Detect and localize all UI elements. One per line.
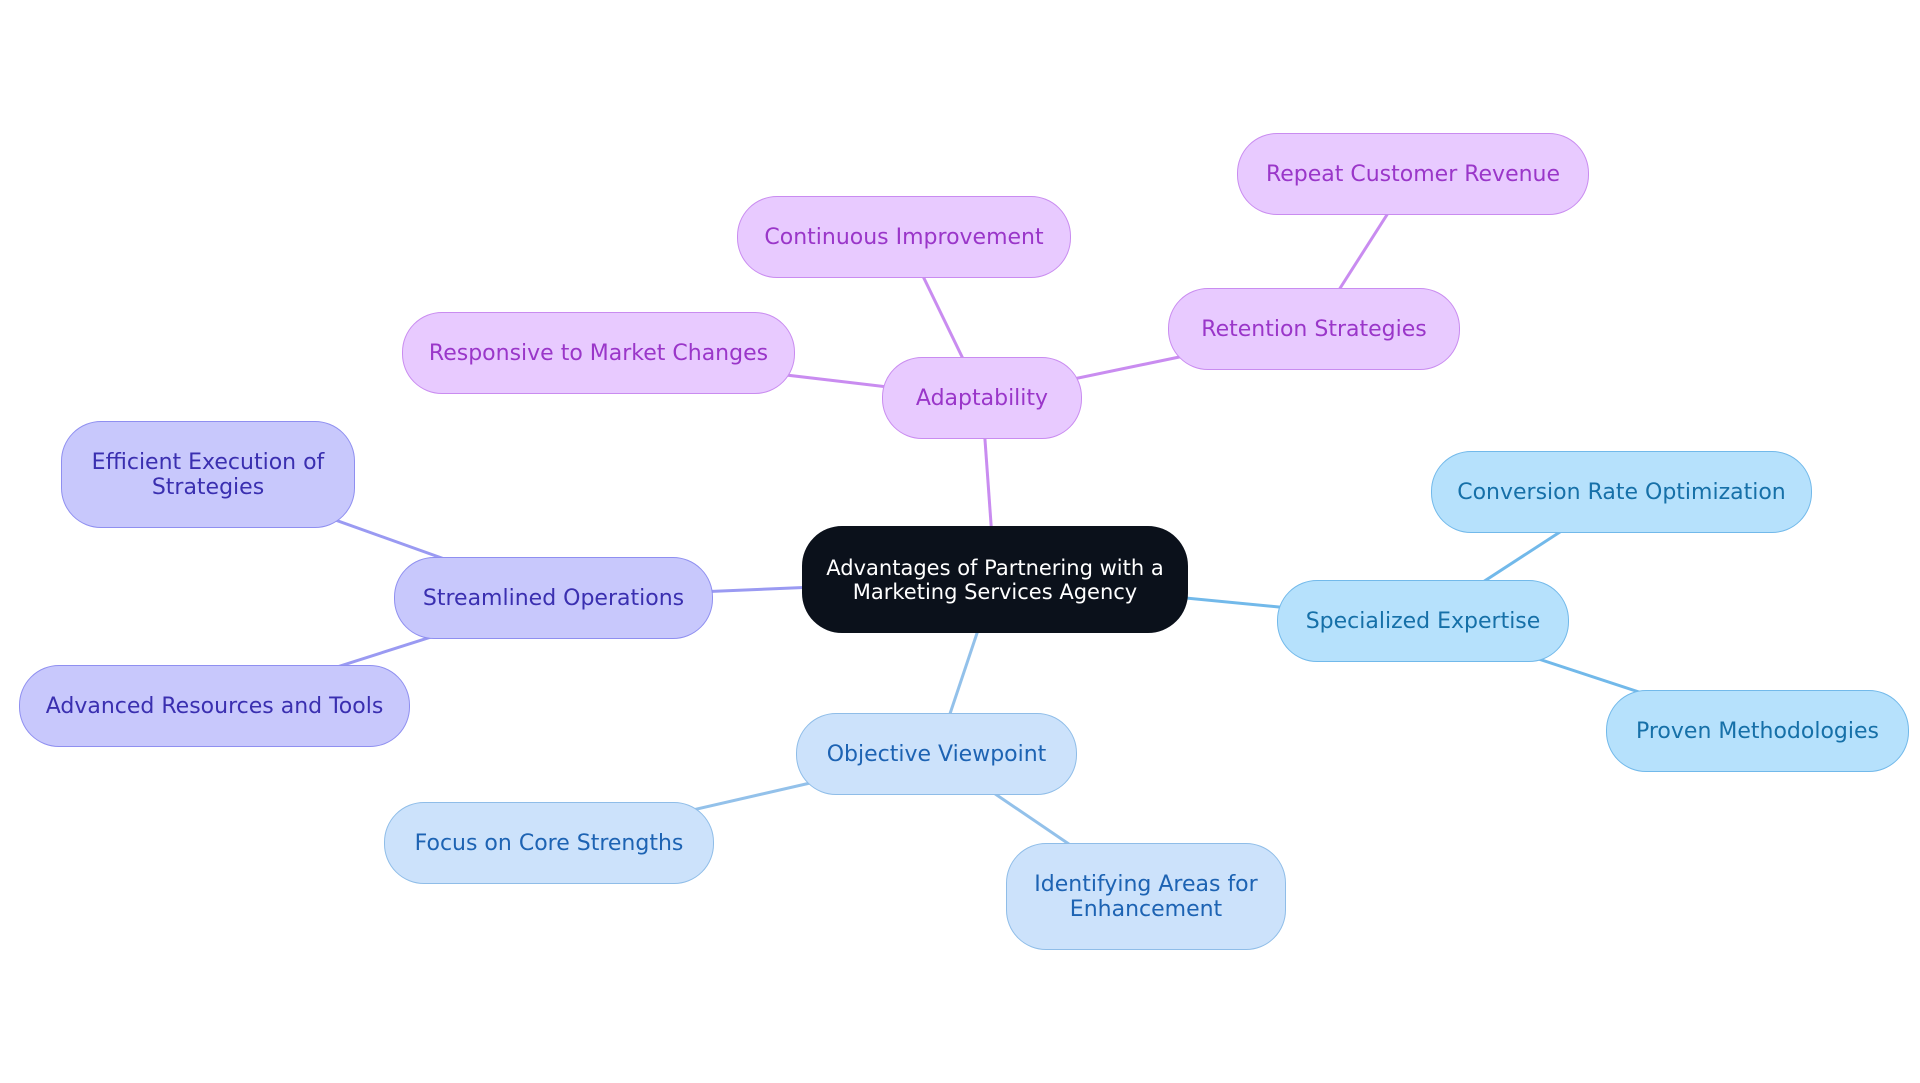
- node-retention-strategies-label: Retention Strategies: [1201, 316, 1427, 342]
- node-streamlined-operations: Streamlined Operations: [394, 557, 713, 639]
- node-adaptability: Adaptability: [882, 357, 1082, 439]
- node-advanced-resources-label: Advanced Resources and Tools: [45, 693, 384, 719]
- node-identifying-areas-label: Identifying Areas for Enhancement: [1034, 871, 1258, 922]
- node-continuous-improvement-label: Continuous Improvement: [764, 224, 1044, 250]
- node-efficient-execution: Efficient Execution of Strategies: [61, 421, 355, 528]
- node-responsive-market-changes-label: Responsive to Market Changes: [428, 340, 769, 366]
- node-proven-methodologies-label: Proven Methodologies: [1635, 718, 1879, 744]
- node-objective-viewpoint-label: Objective Viewpoint: [826, 741, 1047, 767]
- node-repeat-customer-revenue: Repeat Customer Revenue: [1237, 133, 1589, 215]
- node-repeat-customer-revenue-label: Repeat Customer Revenue: [1265, 161, 1561, 187]
- node-responsive-market-changes: Responsive to Market Changes: [402, 312, 795, 394]
- node-specialized-expertise-label: Specialized Expertise: [1305, 608, 1541, 634]
- node-focus-core-strengths: Focus on Core Strengths: [384, 802, 714, 884]
- root-node: Advantages of Partnering with a Marketin…: [802, 526, 1188, 633]
- node-specialized-expertise: Specialized Expertise: [1277, 580, 1569, 662]
- node-conversion-rate-optimization: Conversion Rate Optimization: [1431, 451, 1812, 533]
- node-objective-viewpoint: Objective Viewpoint: [796, 713, 1077, 795]
- node-conversion-rate-optimization-label: Conversion Rate Optimization: [1457, 479, 1786, 505]
- node-streamlined-operations-label: Streamlined Operations: [422, 585, 685, 611]
- node-proven-methodologies: Proven Methodologies: [1606, 690, 1909, 772]
- node-focus-core-strengths-label: Focus on Core Strengths: [414, 830, 684, 856]
- node-adaptability-label: Adaptability: [915, 385, 1049, 411]
- node-efficient-execution-label: Efficient Execution of Strategies: [91, 449, 325, 500]
- node-continuous-improvement: Continuous Improvement: [737, 196, 1071, 278]
- root-node-label: Advantages of Partnering with a Marketin…: [826, 555, 1164, 604]
- node-advanced-resources: Advanced Resources and Tools: [19, 665, 410, 747]
- node-identifying-areas: Identifying Areas for Enhancement: [1006, 843, 1286, 950]
- node-retention-strategies: Retention Strategies: [1168, 288, 1460, 370]
